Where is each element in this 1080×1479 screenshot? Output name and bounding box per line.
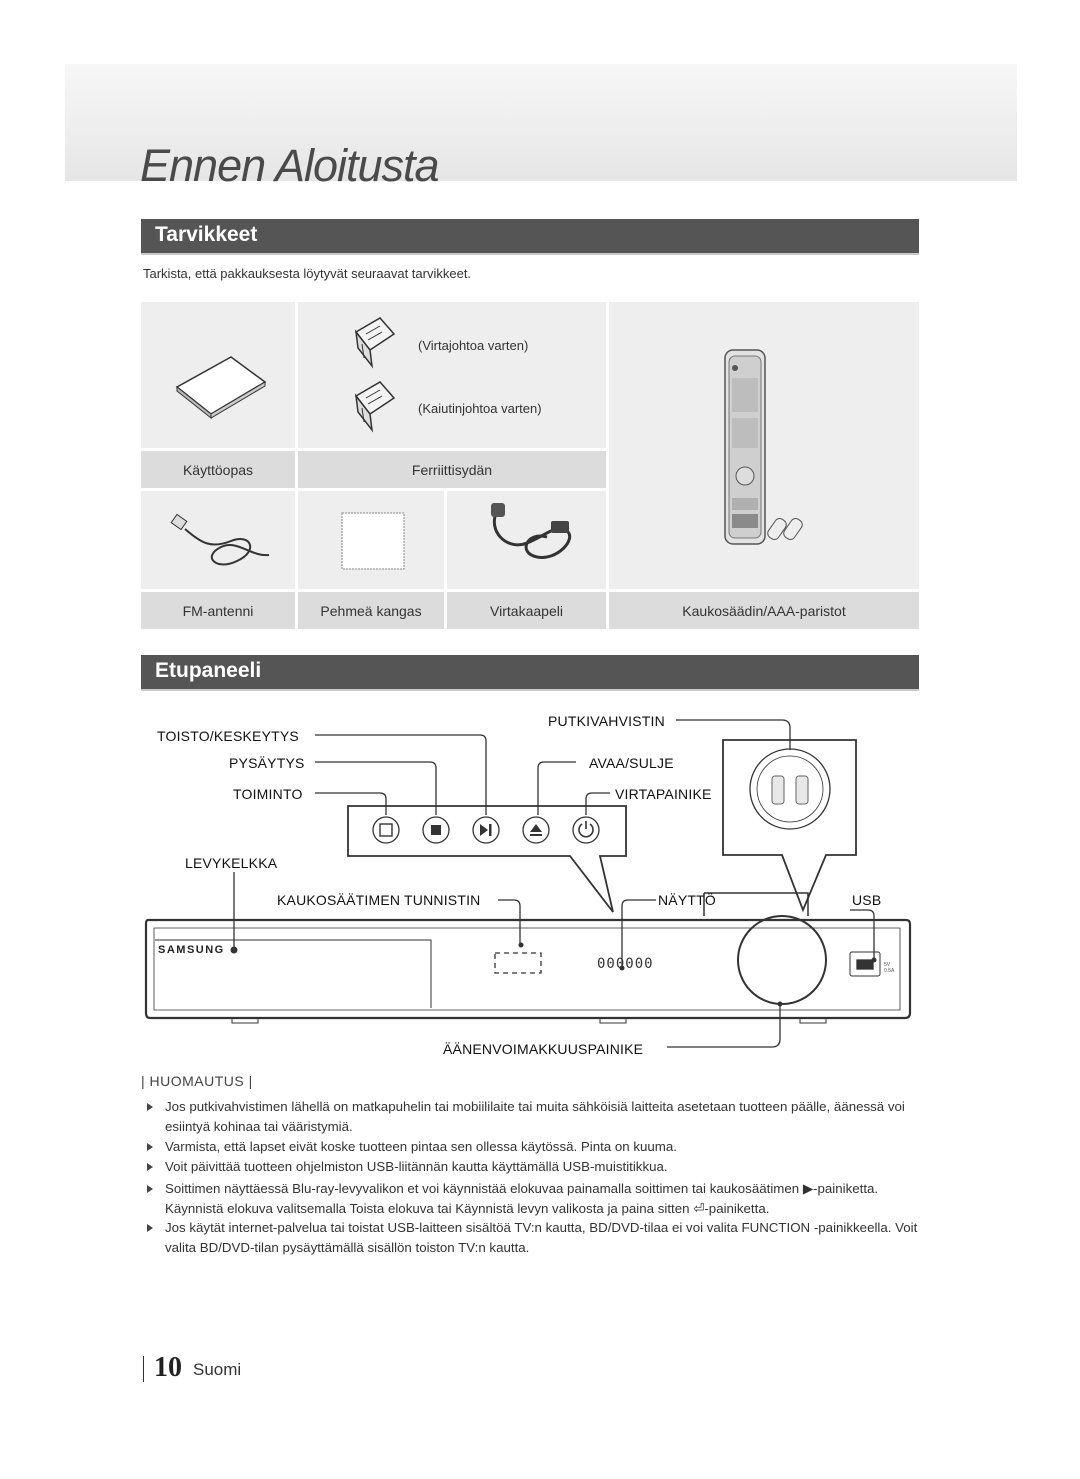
brand-logo: SAMSUNG: [158, 944, 225, 956]
bullet-icon: [147, 1103, 153, 1111]
bullet-icon: [147, 1185, 153, 1193]
manual-icon: [175, 356, 267, 420]
callout-remote-sensor: KAUKOSÄÄTIMEN TUNNISTIN: [277, 892, 481, 908]
callout-display: NÄYTTÖ: [658, 892, 716, 908]
bullet-icon: [147, 1224, 153, 1232]
note-item: Voit päivittää tuotteen ohjelmiston USB-…: [147, 1157, 937, 1177]
footer-divider: [143, 1356, 144, 1382]
callout-disc-tray: LEVYKELKKA: [185, 855, 278, 871]
callout-tube-amp: PUTKIVAHVISTIN: [548, 713, 665, 729]
cloth-image-cell: [298, 491, 444, 589]
ferrite-label: Ferriittisydän: [298, 451, 606, 488]
callout-usb: USB: [852, 892, 882, 908]
power-cable-label: Virtakaapeli: [447, 592, 606, 629]
callout-function: TOIMINTO: [233, 786, 303, 802]
usb-rating: 5V 0.5A: [884, 962, 895, 974]
fm-antenna-image-cell: [141, 491, 295, 589]
callout-play-pause: TOISTO/KESKEYTYS: [157, 728, 299, 744]
chapter-banner: [65, 64, 1017, 181]
fm-antenna-icon: [170, 513, 270, 566]
section-header-accessories: Tarvikkeet: [141, 219, 919, 255]
ferrite-speaker-note: (Kaiutinjohtoa varten): [418, 401, 542, 416]
note-item: Varmista, että lapset eivät koske tuotte…: [147, 1137, 937, 1157]
callout-open-close: AVAA/SULJE: [589, 755, 674, 771]
manual-label: Käyttöopas: [141, 451, 295, 488]
cloth-icon: [341, 512, 405, 570]
page-number: 10: [154, 1352, 182, 1383]
ferrite-image-cell: (Virtajohtoa varten) (Kaiutinjohtoa vart…: [298, 302, 606, 448]
display-readout: 000000: [597, 956, 654, 972]
callout-stop: PYSÄYTYS: [229, 755, 305, 771]
note-item: Soittimen näyttäessä Blu-ray-levyvalikon…: [147, 1179, 937, 1219]
ferrite-core-icon: [354, 381, 396, 433]
remote-label: Kaukosäädin/AAA-paristot: [609, 592, 919, 629]
power-cable-icon: [491, 503, 571, 559]
note-item: Jos käytät internet-palvelua tai toistat…: [147, 1218, 937, 1258]
chapter-title: Ennen Aloitusta: [140, 140, 440, 191]
cloth-label: Pehmeä kangas: [298, 592, 444, 629]
callout-power-button: VIRTAPAINIKE: [615, 786, 712, 802]
bullet-icon: [147, 1143, 153, 1151]
note-item: Jos putkivahvistimen lähellä on matkapuh…: [147, 1097, 937, 1137]
fm-antenna-label: FM-antenni: [141, 592, 295, 629]
intro-text: Tarkista, että pakkauksesta löytyvät seu…: [143, 266, 472, 281]
power-cable-image-cell: [447, 491, 606, 589]
callout-volume: ÄÄNENVOIMAKKUUSPAINIKE: [443, 1041, 644, 1057]
remote-control-icon: [724, 349, 803, 545]
section-title: Tarvikkeet: [155, 223, 258, 246]
manual-image-cell: [141, 302, 295, 448]
ferrite-core-icon: [354, 317, 396, 369]
ferrite-power-note: (Virtajohtoa varten): [418, 338, 529, 353]
section-header-front-panel: Etupaneeli: [141, 655, 919, 691]
remote-image-cell: [609, 302, 919, 589]
bullet-icon: [147, 1163, 153, 1171]
section-title: Etupaneeli: [155, 659, 262, 682]
footer-language: Suomi: [193, 1360, 242, 1379]
note-heading: | HUOMAUTUS |: [141, 1073, 253, 1089]
